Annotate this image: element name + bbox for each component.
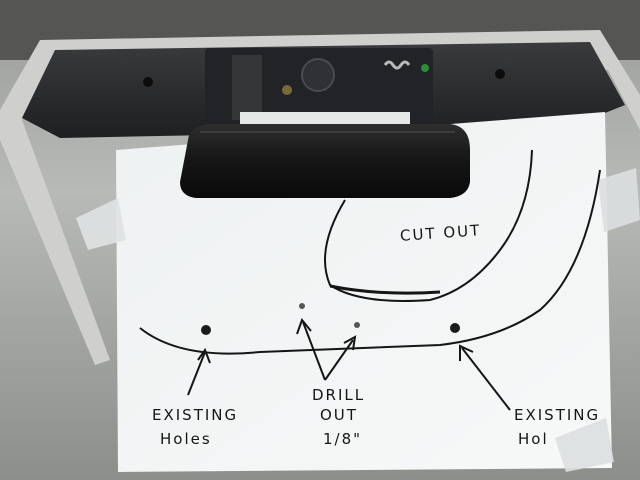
existing-holes-left-line1: EXISTING (152, 406, 239, 424)
cutout-outline (324, 149, 533, 302)
existing-holes-right-line1: EXISTING (514, 406, 601, 424)
drill-out-label-line1: DRILL (312, 386, 366, 404)
arrows-drill-out (296, 317, 357, 381)
recess-hole-right (495, 69, 505, 79)
tape-left (76, 198, 126, 250)
tape-right-top (598, 168, 640, 232)
cutout-outline-inner (329, 284, 441, 295)
drill-mark-1 (299, 303, 305, 309)
existing-hole-right (450, 323, 460, 333)
existing-hole-left (201, 325, 211, 335)
tape-right-bottom (555, 418, 614, 472)
template-curve (139, 169, 601, 355)
existing-holes-right-line2: Hol (518, 430, 549, 448)
existing-holes-left-line2: Holes (160, 430, 212, 448)
arrow-existing-right (459, 344, 511, 411)
drill-mark-2 (354, 322, 360, 328)
drill-out-label-line2: OUT (320, 406, 358, 424)
latch-mechanism (205, 48, 433, 130)
arrow-existing-left (187, 347, 211, 396)
drill-out-label-line3: 1/8" (323, 430, 363, 448)
tailgate-handle (180, 124, 470, 198)
recess-hole-left (143, 77, 153, 87)
